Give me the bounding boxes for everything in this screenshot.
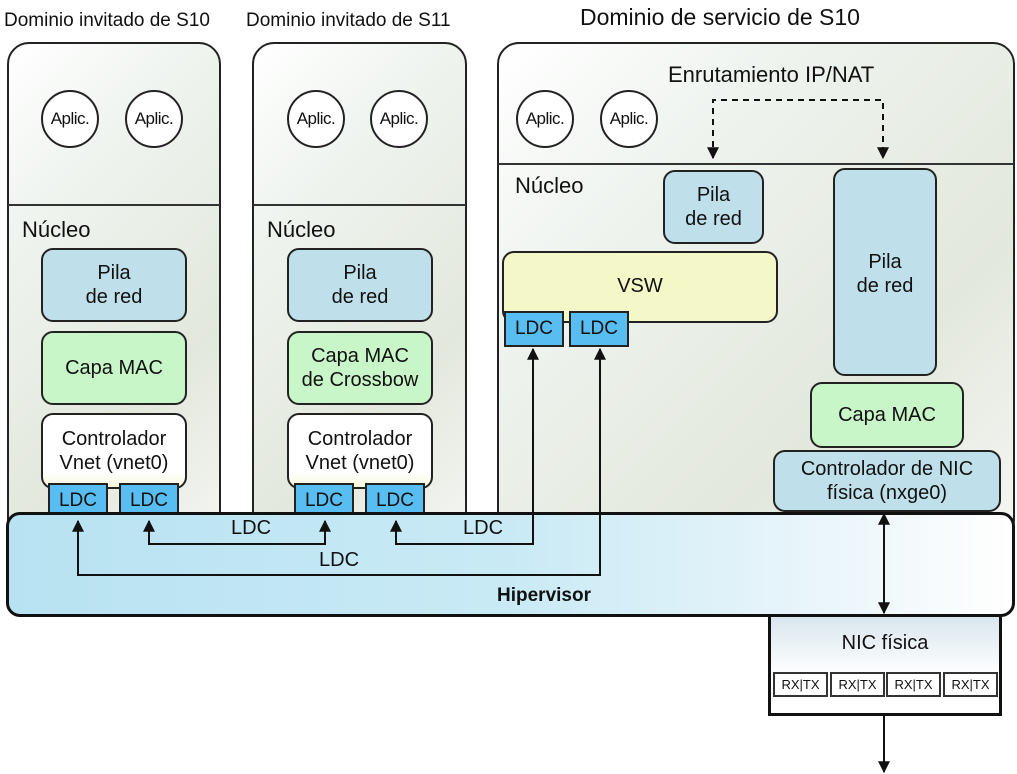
guest-s11-app-1: Aplic. xyxy=(287,90,345,148)
physical-nic xyxy=(768,617,1002,716)
ldc-channel-label-3: LDC xyxy=(319,549,360,571)
guest-s10-vnet-driver: Controlador Vnet (vnet0) xyxy=(41,413,187,489)
guest-s10-app-1: Aplic. xyxy=(41,90,99,148)
service-app-2: Aplic. xyxy=(600,90,658,148)
service-app-1: Aplic. xyxy=(516,90,574,148)
guest-s10-mac-layer: Capa MAC xyxy=(41,331,187,405)
network-stack-line-1: Pila xyxy=(868,251,902,273)
physical-nic-label: NIC física xyxy=(841,632,929,654)
network-stack-line-2: de red xyxy=(685,208,742,230)
hypervisor-label: Hipervisor xyxy=(497,585,591,606)
vnet-driver-line-1: Controlador xyxy=(307,428,413,450)
nic-driver-line-2: física (nxge0) xyxy=(826,482,948,504)
network-stack-line-2: de red xyxy=(85,286,143,308)
service-network-stack-tall: Pila de red xyxy=(833,168,937,376)
service-domain-title: Dominio de servicio de S10 xyxy=(580,4,860,30)
guest-s11-kernel-label: Núcleo xyxy=(267,217,336,242)
service-network-stack-small: Pila de red xyxy=(663,170,764,244)
guest-s11-vnet-driver: Controlador Vnet (vnet0) xyxy=(287,413,433,489)
guest-s10-domain-title: Dominio invitado de S10 xyxy=(4,10,210,31)
network-stack-line-1: Pila xyxy=(696,184,731,206)
nic-port-2: RX|TX xyxy=(830,672,885,697)
nic-driver-line-1: Controlador de NIC xyxy=(800,458,974,480)
ldc-channel-label-2: LDC xyxy=(463,517,504,539)
vnet-driver-line-1: Controlador xyxy=(61,428,167,450)
network-stack-line-1: Pila xyxy=(97,262,131,284)
nic-port-3: RX|TX xyxy=(886,672,941,697)
mac-layer-line-1: Capa MAC xyxy=(311,345,409,367)
guest-s11-kernel-divider xyxy=(253,204,466,206)
service-kernel-label: Núcleo xyxy=(515,173,584,198)
guest-s11-domain-title: Dominio invitado de S11 xyxy=(246,10,451,31)
mac-layer-line-2: de Crossbow xyxy=(301,369,419,391)
guest-s10-app-2: Aplic. xyxy=(125,90,183,148)
guest-s10-kernel-divider xyxy=(8,204,220,206)
guest-s11-crossbow-mac-layer: Capa MAC de Crossbow xyxy=(287,331,433,405)
vsw-ldc-2: LDC xyxy=(569,311,629,347)
service-kernel-divider xyxy=(498,163,1014,165)
network-stack-line-2: de red xyxy=(856,275,914,297)
nic-port-4: RX|TX xyxy=(943,672,998,697)
guest-s10-network-stack: Pila de red xyxy=(41,248,187,322)
ip-nat-routing-label: Enrutamiento IP/NAT xyxy=(668,62,875,87)
vnet-driver-line-2: Vnet (vnet0) xyxy=(59,452,169,474)
guest-s11-app-2: Aplic. xyxy=(370,90,428,148)
nic-port-1: RX|TX xyxy=(773,672,828,697)
network-stack-line-2: de red xyxy=(331,286,389,308)
physical-nic-driver: Controlador de NIC física (nxge0) xyxy=(773,450,1001,512)
vsw-ldc-1: LDC xyxy=(504,311,564,347)
vnet-driver-line-2: Vnet (vnet0) xyxy=(305,452,415,474)
service-mac-layer: Capa MAC xyxy=(810,382,964,448)
guest-s10-kernel-label: Núcleo xyxy=(22,217,91,242)
guest-s11-network-stack: Pila de red xyxy=(287,248,433,322)
ldc-channel-label-1: LDC xyxy=(231,517,272,539)
vsw-label: VSW xyxy=(617,275,663,297)
network-stack-line-1: Pila xyxy=(343,262,377,284)
